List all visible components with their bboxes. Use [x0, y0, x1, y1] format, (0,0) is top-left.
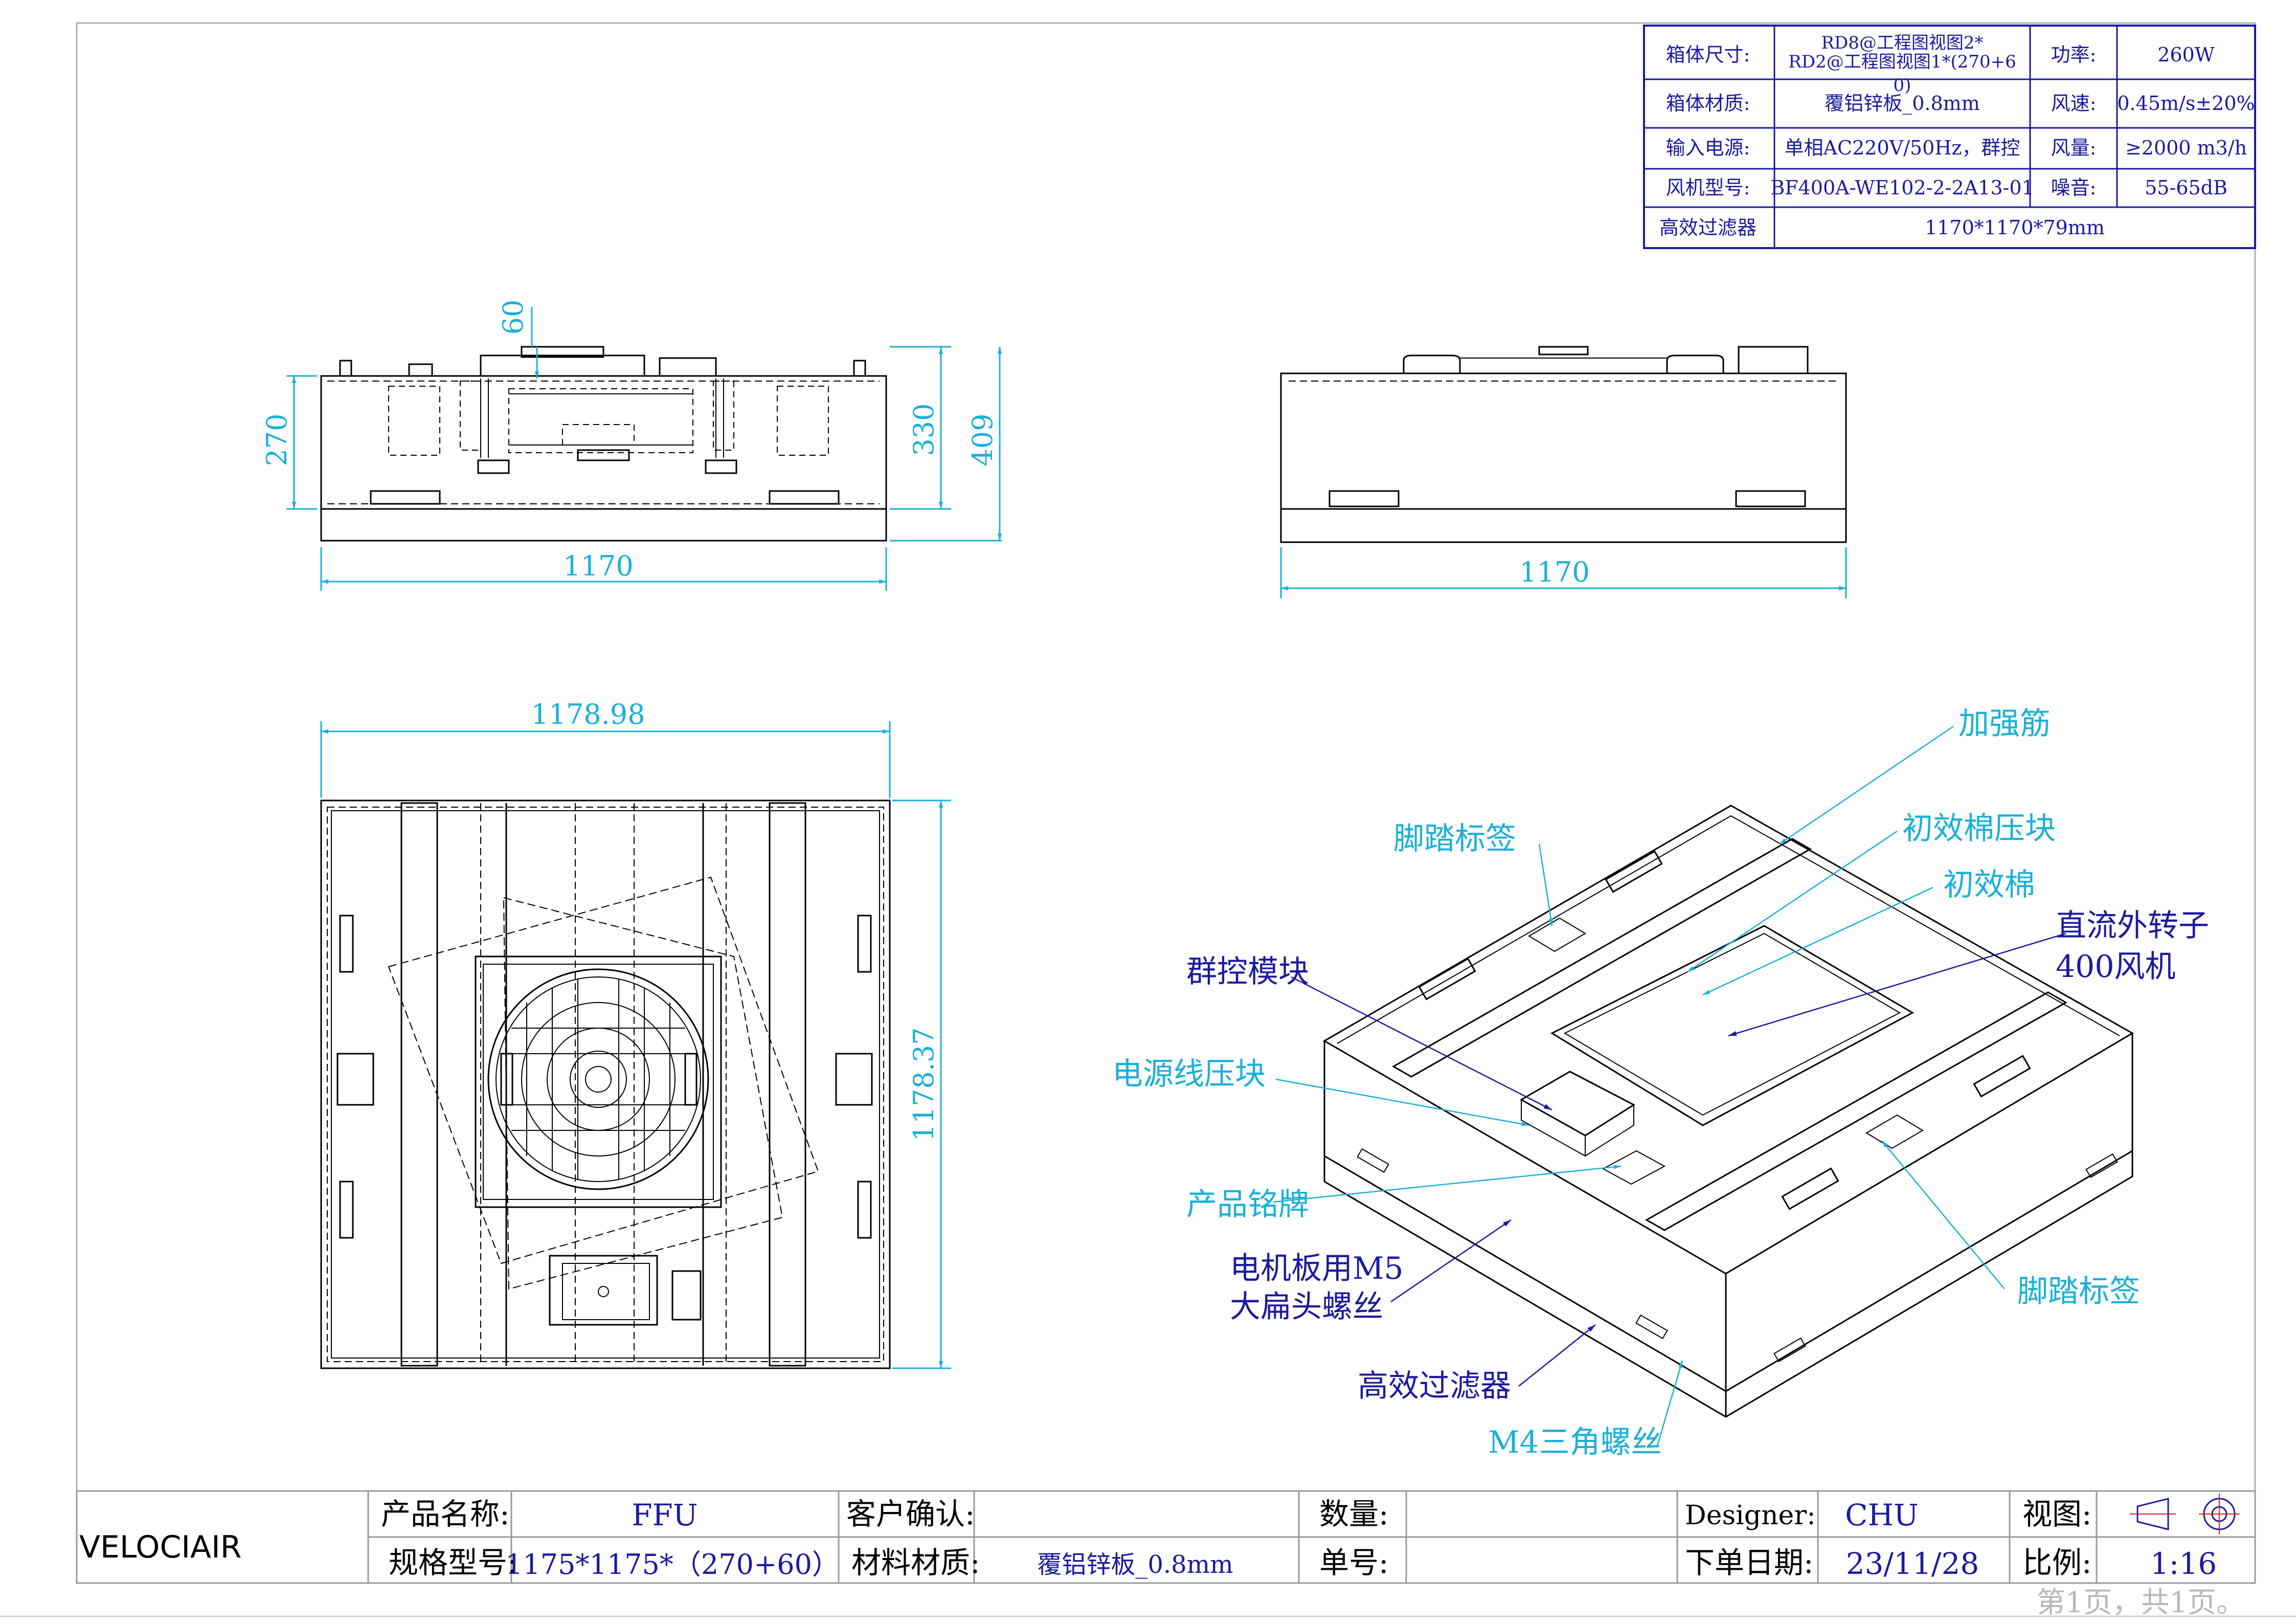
top-view-dimensions	[320, 721, 951, 1369]
quantity-label: 数量:	[1319, 1497, 1389, 1531]
spec-fan-model-value: BF400A-WE102-2-2A13-01	[1770, 176, 2034, 199]
callout-leaders	[1273, 725, 2005, 1448]
spec-air-speed-label: 风速:	[2051, 92, 2097, 115]
callout-dc-fan-line1: 直流外转子	[2056, 908, 2209, 944]
material-value: 覆铝锌板_0.8mm	[1037, 1550, 1233, 1579]
scale-value: 1:16	[2150, 1546, 2217, 1581]
front-view	[320, 346, 887, 542]
order-no-label: 单号:	[1319, 1545, 1389, 1580]
callout-hepa-filter: 高效过滤器	[1358, 1368, 1511, 1404]
spec-fan-model-label: 风机型号:	[1666, 176, 1750, 199]
callout-foot-label-top: 脚踏标签	[1393, 821, 1516, 857]
page-info: 第1页，共1页。	[2037, 1586, 2245, 1619]
callout-primary-cotton: 初效棉	[1943, 867, 2035, 903]
spec-box-size-label: 箱体尺寸:	[1666, 43, 1750, 66]
spec-input-power-label: 输入电源:	[1666, 137, 1750, 159]
spec-noise-value: 55-65dB	[2145, 176, 2227, 199]
callout-m4-screw: M4三角螺丝	[1488, 1425, 1662, 1460]
dim-front-width: 1170	[563, 550, 633, 582]
dim-front-60: 60	[497, 300, 529, 335]
spec-material-label: 箱体材质:	[1666, 92, 1750, 115]
material-label: 材料材质:	[851, 1545, 980, 1580]
spec-box-size-value-1: RD8@工程图视图2*	[1821, 33, 1983, 53]
customer-confirm-label: 客户确认:	[846, 1497, 975, 1531]
callout-leaders-blue	[1291, 932, 2066, 1387]
designer-value: CHU	[1845, 1498, 1919, 1532]
spec-material-value: 覆铝锌板_0.8mm	[1825, 92, 1980, 115]
front-view-dimensions	[286, 307, 1002, 591]
spec-air-volume-value: ≥2000 m3/h	[2125, 137, 2247, 159]
side-view	[1280, 346, 1847, 543]
spec-power-value: 260W	[2157, 43, 2215, 66]
spec-noise-label: 噪音:	[2051, 176, 2097, 199]
top-view	[320, 799, 891, 1369]
callout-foot-label-right: 脚踏标签	[2017, 1274, 2140, 1309]
spec-hepa-label: 高效过滤器	[1659, 216, 1757, 239]
dim-top-height: 1178.37	[908, 1027, 940, 1141]
order-date-value: 23/11/28	[1846, 1546, 1979, 1581]
designer-label: Designer:	[1685, 1500, 1816, 1531]
callout-group-control-module: 群控模块	[1186, 954, 1309, 990]
side-view-dimensions	[1280, 547, 1847, 598]
scale-label: 比例:	[2022, 1545, 2092, 1580]
callout-product-nameplate: 产品铭牌	[1186, 1187, 1309, 1222]
callout-primary-cotton-clamp: 初效棉压块	[1902, 811, 2056, 847]
callout-dc-fan-line2: 400风机	[2056, 949, 2176, 985]
spec-model-value: 1175*1175*（270+60）	[505, 1548, 840, 1581]
view-label: 视图:	[2022, 1497, 2092, 1531]
spec-air-volume-label: 风量:	[2051, 137, 2097, 159]
dim-front-270: 270	[261, 413, 293, 466]
company-brand: VELOCIAIR	[79, 1529, 242, 1565]
spec-hepa-value: 1170*1170*79mm	[1925, 216, 2105, 239]
callout-reinforcing-rib: 加强筋	[1959, 706, 2051, 742]
dim-front-409: 409	[966, 413, 999, 466]
spec-model-label: 规格型号:	[389, 1545, 517, 1580]
dim-side-width: 1170	[1519, 556, 1589, 588]
spec-box-size-value-2: RD2@工程图视图1*(270+6	[1788, 52, 2016, 72]
spec-box-size-value-3: 0)	[1894, 75, 1911, 96]
spec-power-label: 功率:	[2051, 43, 2097, 66]
callout-motor-screw-line1: 电机板用M5	[1230, 1251, 1404, 1286]
title-block	[76, 1490, 2256, 1584]
callout-power-cable-clamp: 电源线压块	[1112, 1056, 1266, 1092]
product-name-value: FFU	[632, 1498, 697, 1532]
isometric-view	[1323, 805, 2134, 1418]
spec-air-speed-value: 0.45m/s±20%	[2117, 92, 2255, 115]
projection-symbol-icon	[2130, 1494, 2240, 1534]
callout-motor-screw-line2: 大扁头螺丝	[1230, 1289, 1383, 1325]
spec-input-power-value: 单相AC220V/50Hz，群控	[1785, 137, 2020, 159]
dim-top-width: 1178.98	[531, 698, 645, 730]
product-name-label: 产品名称:	[381, 1497, 510, 1531]
spec-table: 箱体尺寸: RD8@工程图视图2* RD2@工程图视图1*(270+6 0) 功…	[1643, 25, 2256, 249]
dim-front-330: 330	[908, 403, 940, 456]
order-date-label: 下单日期:	[1685, 1545, 1814, 1580]
